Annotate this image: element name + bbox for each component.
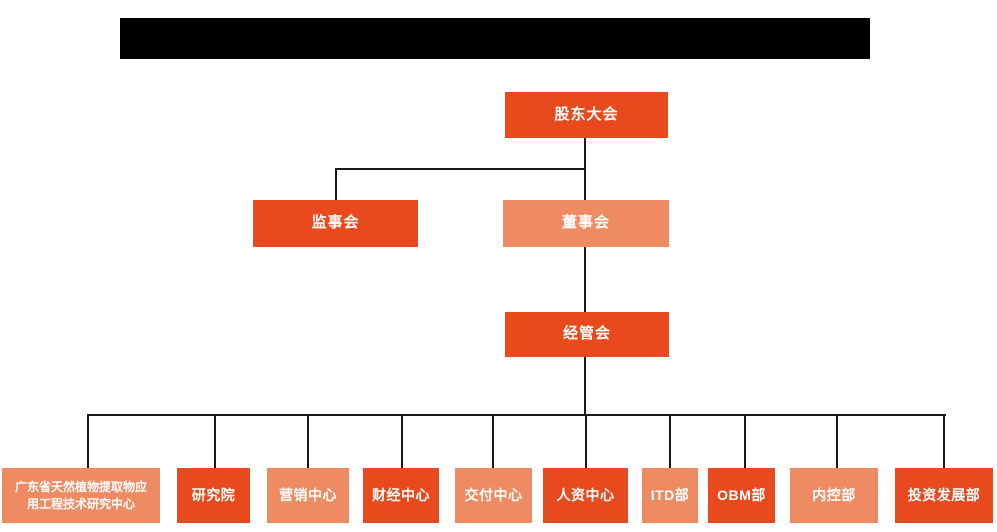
node-obm-dept: OBM部 — [708, 468, 775, 523]
connector-dept-drop — [214, 415, 216, 468]
node-itd-dept: ITD部 — [642, 468, 698, 523]
node-shareholders-meeting: 股东大会 — [505, 92, 668, 138]
connector-departments-rail — [87, 414, 946, 416]
redacted-title-bar — [120, 18, 870, 59]
node-marketing-center: 营销中心 — [267, 468, 349, 523]
node-research-institute: 研究院 — [177, 468, 250, 523]
connector-dept-drop — [585, 415, 587, 468]
connector-management-stem — [584, 357, 586, 415]
connector-dept-drop — [744, 415, 746, 468]
node-finance-center: 财经中心 — [363, 468, 439, 523]
node-internal-control-dept: 内控部 — [790, 468, 878, 523]
node-investment-development-dept: 投资发展部 — [895, 468, 993, 523]
connector-board-to-management — [584, 247, 586, 312]
node-delivery-center: 交付中心 — [455, 468, 532, 523]
connector-level2-rail — [335, 168, 586, 170]
connector-dept-drop — [836, 415, 838, 468]
connector-dept-drop — [492, 415, 494, 468]
node-management-committee: 经管会 — [505, 312, 669, 357]
node-supervisory-board: 监事会 — [253, 200, 418, 247]
connector-dept-drop — [943, 415, 945, 468]
node-board-of-directors: 董事会 — [503, 200, 669, 247]
connector-dept-drop — [669, 415, 671, 468]
node-research-center: 广东省天然植物提取物应用工程技术研究中心 — [2, 468, 160, 523]
connector-dept-drop — [87, 415, 89, 468]
connector-supervisory-stem — [335, 168, 337, 200]
connector-dept-drop — [307, 415, 309, 468]
node-hr-center: 人资中心 — [543, 468, 628, 523]
connector-dept-drop — [401, 415, 403, 468]
